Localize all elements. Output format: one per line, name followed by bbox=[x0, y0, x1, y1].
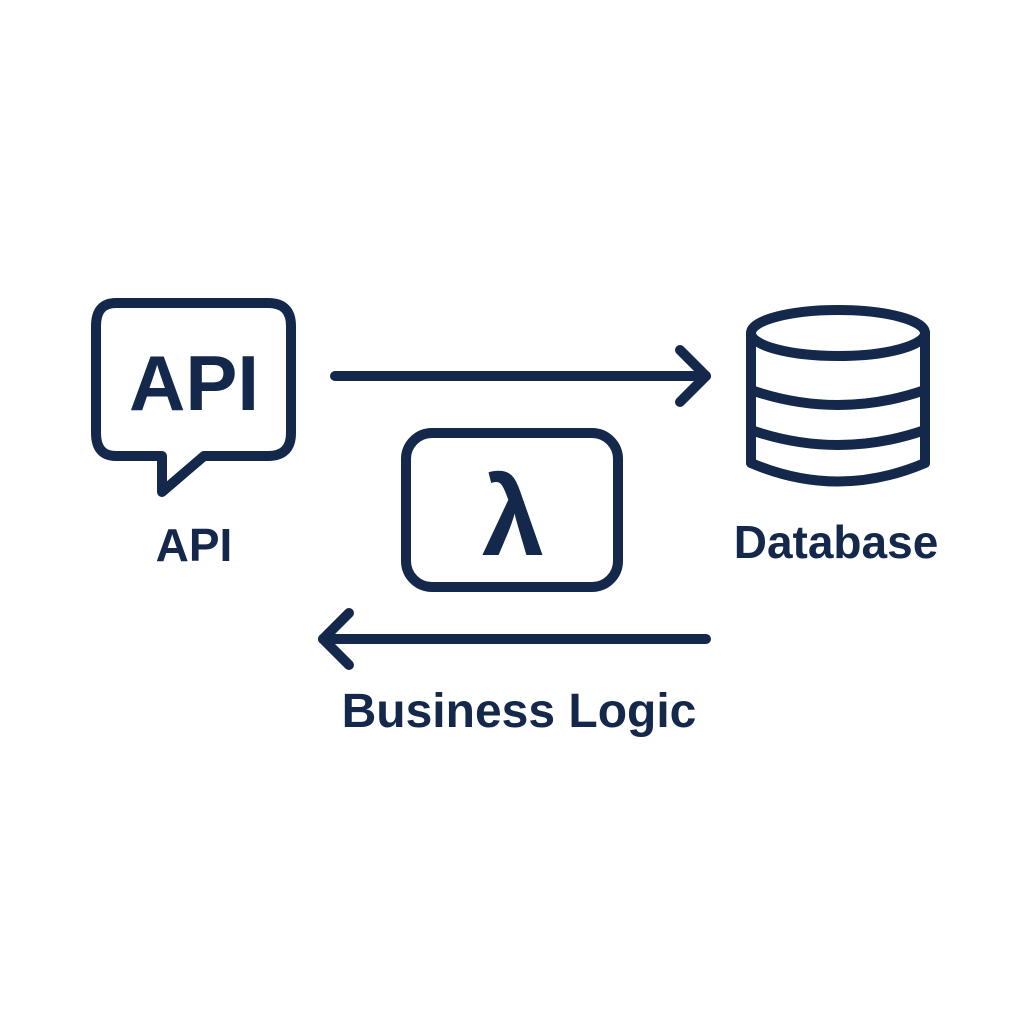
arrow-right-icon bbox=[675, 345, 711, 407]
lambda-node: λ bbox=[401, 428, 623, 592]
database-label: Database bbox=[734, 516, 939, 568]
database-icon bbox=[746, 305, 930, 487]
speech-bubble-icon bbox=[91, 298, 296, 497]
arrow-api-to-database bbox=[330, 345, 711, 407]
database-node: Database bbox=[734, 305, 939, 568]
business-logic-label: Business Logic bbox=[342, 685, 697, 738]
api-icon-text: API bbox=[129, 339, 259, 427]
lambda-box bbox=[401, 428, 623, 592]
api-node: API API bbox=[91, 298, 296, 571]
lambda-icon: λ bbox=[482, 454, 544, 579]
arrow-left-icon bbox=[318, 608, 354, 670]
arrow-database-to-api: Business Logic bbox=[318, 608, 711, 738]
api-label: API bbox=[156, 519, 233, 571]
